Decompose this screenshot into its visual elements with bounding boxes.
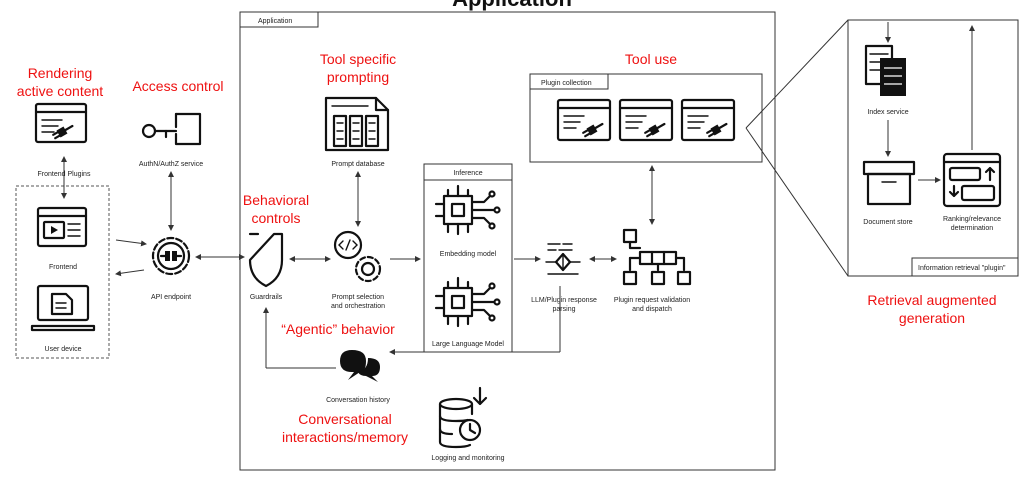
access-control-annotation: Access control (132, 78, 223, 94)
zoom-line-bottom (745, 127, 849, 277)
frontend-icon (36, 206, 88, 248)
embedding-model-chip-icon (434, 184, 501, 236)
frontend-plugins-icon (34, 102, 88, 144)
prompt-selection-label-line1: Prompt selection (332, 294, 384, 301)
logging-database-icon (438, 386, 488, 449)
application-container: Application (239, 11, 776, 471)
document-store-box-icon (862, 160, 916, 206)
plugin-collection-container: Plugin collection (529, 73, 763, 163)
prompt-database-label: Prompt database (331, 161, 384, 168)
tool-prompting-annotation-line1: Tool specific (320, 51, 396, 67)
behavioral-annotation-line2: controls (251, 210, 300, 226)
plugin-window-icon (680, 98, 736, 142)
ranking-label-line1: Ranking/relevance (943, 216, 1001, 223)
api-endpoint-label: API endpoint (151, 294, 191, 301)
rag-annotation-line1: Retrieval augmented (867, 292, 996, 308)
rag-annotation-line2: generation (899, 310, 965, 326)
plugin-validation-label-line2: and dispatch (632, 306, 672, 313)
information-retrieval-container: Information retrieval "plugin" (847, 19, 1019, 277)
user-device-label: User device (45, 346, 82, 353)
agentic-annotation: “Agentic” behavior (281, 321, 395, 337)
llm-chip-icon (434, 276, 501, 328)
laptop-icon (30, 284, 96, 332)
document-store-label: Document store (863, 219, 913, 226)
embedding-model-label: Embedding model (440, 251, 497, 258)
plugin-window-icon (618, 98, 674, 142)
connectors (61, 22, 975, 369)
plugin-collection-label: Plugin collection (541, 80, 592, 87)
rendering-annotation-line1: Rendering (28, 65, 93, 81)
guardrails-shield-icon (248, 232, 284, 288)
prompt-orchestration-icon (333, 230, 382, 283)
guardrails-label: Guardrails (250, 294, 283, 301)
inference-label: Inference (453, 170, 482, 177)
user-device-group (15, 185, 110, 359)
index-service-label: Index service (867, 109, 908, 116)
plugin-dispatch-icon (622, 228, 692, 286)
plugin-validation-label-line1: Plugin request validation (614, 297, 690, 304)
conversational-annotation-line1: Conversational (298, 411, 391, 427)
tool-use-annotation: Tool use (625, 51, 677, 67)
logging-monitoring-label: Logging and monitoring (431, 455, 504, 462)
behavioral-annotation-line1: Behavioral (243, 192, 309, 208)
rendering-annotation-line2: active content (17, 83, 103, 99)
response-parsing-icon (545, 243, 581, 275)
conversational-annotation-line2: interactions/memory (282, 429, 408, 445)
zoom-line-top (745, 19, 849, 129)
prompt-selection-label-line2: and orchestration (331, 303, 385, 310)
prompt-database-icon (324, 96, 390, 152)
llm-label: Large Language Model (432, 341, 504, 348)
auth-service-label: AuthN/AuthZ service (139, 161, 203, 168)
conversation-chat-icon (340, 350, 380, 382)
response-parsing-label-line1: LLM/Plugin response (531, 297, 597, 304)
plugin-window-icon (556, 98, 612, 142)
ranking-icon (942, 152, 1002, 208)
ranking-label-line2: determination (951, 225, 994, 232)
information-retrieval-label: Information retrieval "plugin" (918, 265, 1006, 272)
api-gear-icon (151, 236, 191, 276)
diagram-title: Application (452, 0, 572, 11)
application-label: Application (258, 18, 292, 25)
tool-prompting-annotation-line2: prompting (327, 69, 389, 85)
auth-icon (141, 112, 202, 146)
conversation-history-label: Conversation history (326, 397, 390, 404)
response-parsing-label-line2: parsing (553, 306, 576, 313)
index-service-icon (864, 44, 906, 96)
frontend-label: Frontend (49, 264, 77, 271)
